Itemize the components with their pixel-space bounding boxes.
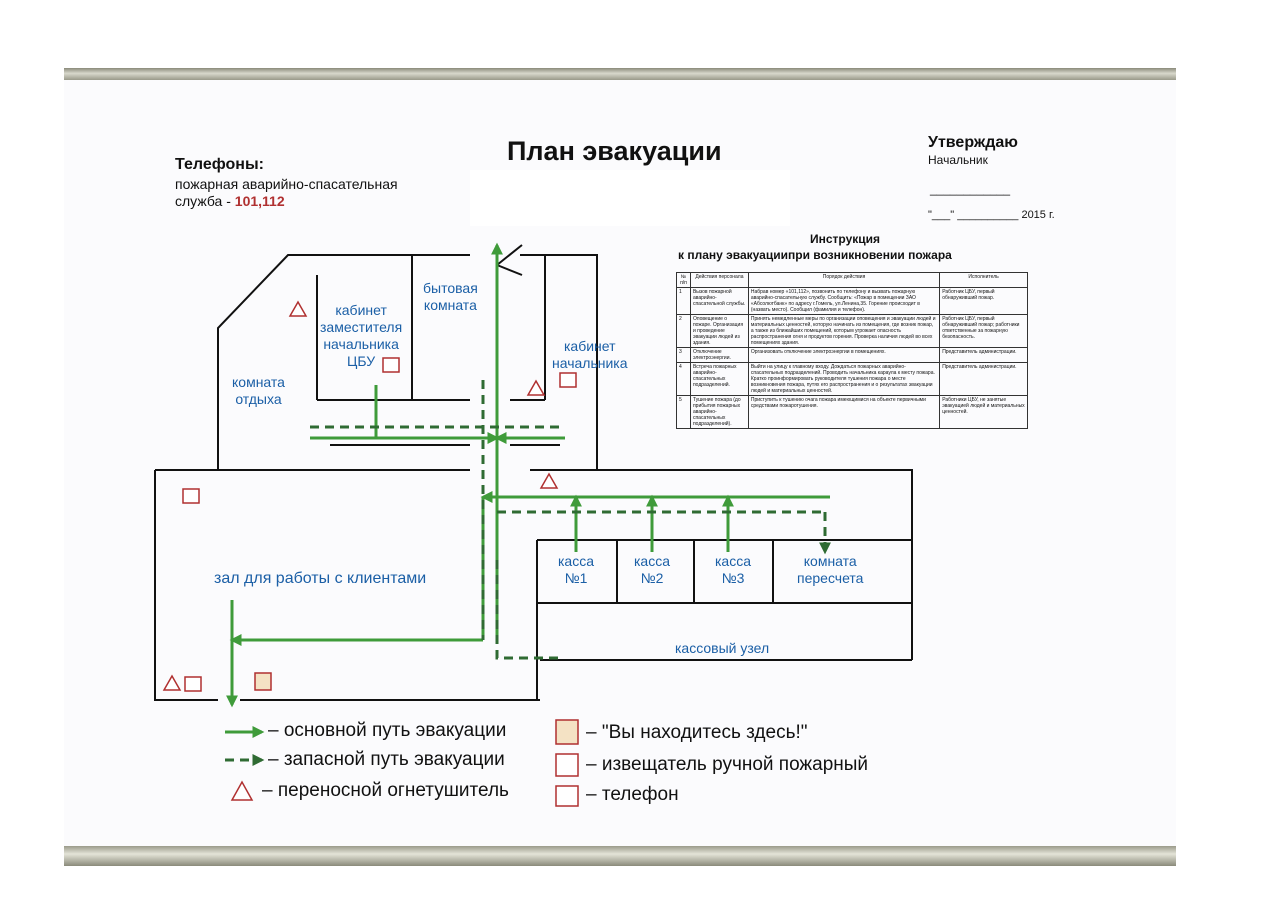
legend-main-route: – основной путь эвакуации bbox=[268, 720, 507, 741]
phone-2 bbox=[559, 372, 577, 388]
reserve-route-bottom bbox=[495, 560, 560, 660]
row-order: Приступить к тушению очага пожара имеющи… bbox=[747, 395, 941, 429]
legend-you-are-here: – "Вы находитесь здесь!" bbox=[586, 722, 808, 743]
approve-date: "___" __________ 2015 г. bbox=[928, 209, 1055, 221]
door-top-1 bbox=[496, 244, 523, 266]
approve-subtitle: Начальник bbox=[928, 153, 988, 167]
legend-extinguisher-mark bbox=[230, 780, 254, 801]
phones-service-line: пожарная аварийно-спасательная bbox=[175, 176, 398, 192]
row-action: Тушение пожара (до прибытия пожарных ава… bbox=[689, 395, 749, 429]
frame-top-rail bbox=[64, 68, 1176, 80]
legend-phone: – телефон bbox=[586, 784, 679, 805]
wall-hall-top-right bbox=[530, 469, 913, 660]
you-are-here-marks bbox=[254, 672, 272, 691]
row-order: Выйти на улицу к главному входу. Дождать… bbox=[747, 362, 941, 396]
wall-left-outer bbox=[154, 470, 218, 701]
approve-title: Утверждаю bbox=[928, 134, 1018, 151]
door-top-2 bbox=[496, 264, 523, 276]
extinguisher-2 bbox=[526, 379, 546, 396]
instruction-title: Инструкция bbox=[810, 232, 881, 246]
legend-swatches bbox=[225, 719, 579, 807]
phones-service-prefix: служба - bbox=[175, 193, 235, 209]
instruction-header-row: № п/п Действия персонала Порядок действи… bbox=[676, 272, 1028, 288]
row-action: Оповещение о пожаре. Организация и прове… bbox=[689, 314, 749, 348]
legend-here-mark bbox=[555, 719, 579, 745]
legend-reserve-route: – запасной путь эвакуации bbox=[268, 749, 505, 770]
walls bbox=[154, 244, 913, 701]
frame-bottom-rail bbox=[64, 846, 1176, 866]
legend-alarm-mark bbox=[555, 753, 579, 777]
phone-1 bbox=[382, 357, 400, 373]
row-order: Принять немедленные меры по организации … bbox=[747, 314, 941, 348]
reserve-routes bbox=[310, 380, 831, 660]
you-are-here-1 bbox=[254, 672, 272, 691]
room-cash-unit: кассовый узел bbox=[675, 640, 770, 656]
alarm-1 bbox=[184, 676, 202, 692]
phones-number-line: служба - 101,112 bbox=[175, 193, 285, 209]
alarm-marks bbox=[184, 676, 202, 692]
wall-outline-upper bbox=[217, 254, 470, 470]
phones-title: Телефоны: bbox=[175, 156, 264, 173]
legend-phone-mark bbox=[555, 785, 579, 807]
phone-marks bbox=[182, 357, 577, 504]
extinguisher-3 bbox=[539, 472, 559, 489]
page-title: План эвакуации bbox=[507, 136, 722, 166]
redacted-area bbox=[470, 170, 790, 226]
row-action: Отключение электроэнергии. bbox=[689, 347, 749, 363]
legend-extinguisher: – переносной огнетушитель bbox=[262, 780, 509, 801]
approve-signature-line: ____________ bbox=[930, 182, 1011, 196]
phones-number: 101,112 bbox=[234, 193, 285, 209]
row-executor: Работник ЦБУ, первый обнаруживший пожар;… bbox=[939, 314, 1028, 348]
instruction-subtitle: к плану эвакуациипри возникновении пожар… bbox=[678, 248, 952, 262]
row-executor: Работник ЦБУ, первый обнаруживший пожар. bbox=[939, 287, 1028, 315]
fire-extinguisher-marks bbox=[162, 300, 559, 691]
room-client-hall: зал для работы с клиентами bbox=[214, 570, 427, 587]
extinguisher-4 bbox=[162, 674, 182, 691]
phone-3 bbox=[182, 488, 200, 504]
extinguisher-1 bbox=[288, 300, 308, 317]
legend-fire-alarm: – извещатель ручной пожарный bbox=[586, 754, 869, 775]
instruction-table: № п/п Действия персонала Порядок действи… bbox=[676, 272, 1028, 429]
row-executor: Работники ЦБУ, не занятые эвакуацией люд… bbox=[939, 395, 1028, 429]
